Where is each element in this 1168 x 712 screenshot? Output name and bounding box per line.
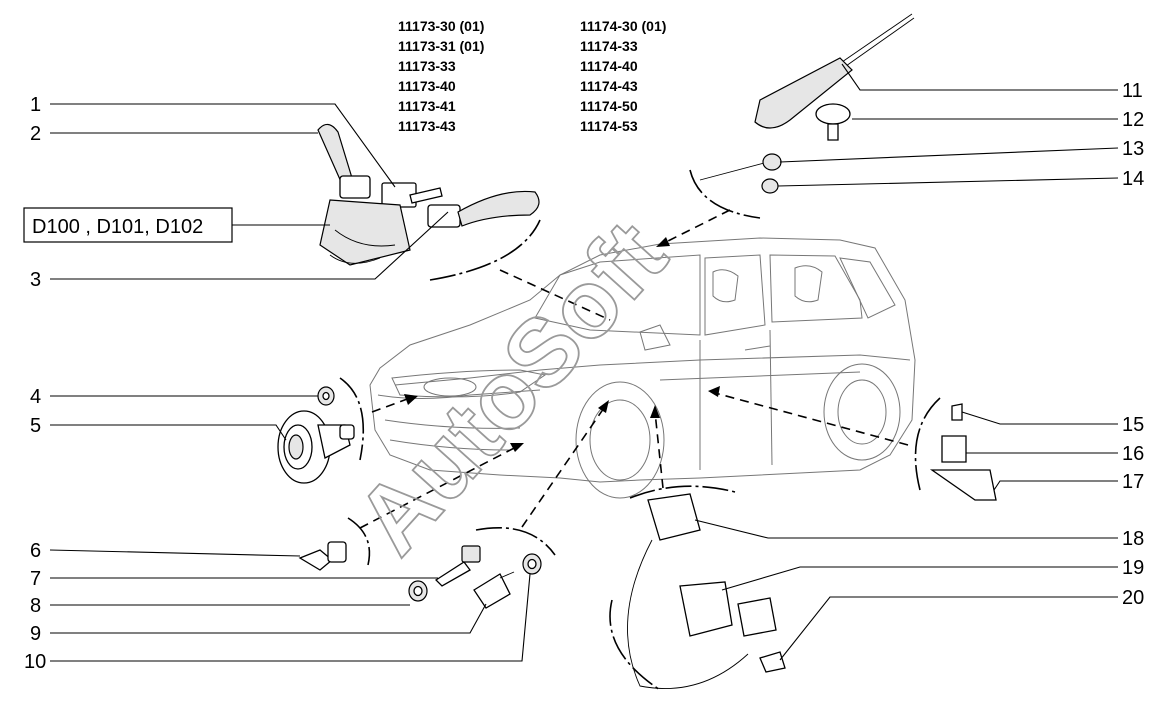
watermark: AutoSoft (336, 201, 687, 574)
callout-number: 4 (30, 386, 41, 408)
switch-cable-assembly (627, 493, 786, 689)
model-codes-right: 11174-30 (01) 11174-33 11174-40 11174-43… (580, 18, 666, 134)
model-code: 11173-40 (398, 78, 456, 94)
callout-number: 14 (1122, 168, 1144, 190)
callout-number: 11 (1122, 80, 1143, 102)
car-outline (369, 237, 916, 499)
callout-number: 6 (30, 540, 41, 562)
antenna-assembly (699, 13, 915, 194)
callout-number: 12 (1122, 109, 1144, 131)
model-code: 11174-33 (580, 38, 638, 54)
callout-number: 19 (1122, 557, 1144, 579)
assembly-arrows (359, 209, 909, 529)
model-code: 11173-41 (398, 98, 456, 114)
leader-lines (49, 63, 1119, 662)
group-arcs (339, 169, 941, 691)
model-code: 11173-31 (01) (398, 38, 484, 54)
model-code: 11173-33 (398, 58, 456, 74)
callout-number: 17 (1122, 471, 1144, 493)
small-parts (298, 541, 542, 609)
callout-number: 1 (30, 94, 41, 116)
callout-number: 8 (30, 595, 41, 617)
model-code: 11174-50 (580, 98, 638, 114)
callout-number: 10 (24, 651, 46, 673)
model-code: 11173-43 (398, 118, 456, 134)
model-code: 11174-40 (580, 58, 638, 74)
callouts-left: 1 2 3 4 5 6 7 8 9 10 (24, 94, 46, 673)
callouts-right: 11 12 13 14 15 16 17 18 19 20 (1122, 80, 1144, 609)
horn-assembly (277, 386, 355, 484)
callout-number: 18 (1122, 528, 1144, 550)
model-codes: 11173-30 (01) 11173-31 (01) 11173-33 111… (398, 18, 666, 134)
bracket-assembly (929, 403, 997, 501)
callout-number: 2 (30, 123, 41, 145)
variant-label-box: D100 , D101, D102 (23, 207, 233, 243)
model-code: 11174-30 (01) (580, 18, 666, 34)
callout-number: 5 (30, 415, 41, 437)
callout-number: 9 (30, 623, 41, 645)
model-codes-left: 11173-30 (01) 11173-31 (01) 11173-33 111… (398, 18, 484, 134)
callout-number: 20 (1122, 587, 1144, 609)
variant-label: D100 , D101, D102 (32, 216, 203, 238)
callout-number: 13 (1122, 138, 1144, 160)
model-code: 11173-30 (01) (398, 18, 484, 34)
callout-number: 16 (1122, 443, 1144, 465)
callout-number: 3 (30, 269, 41, 291)
column-switch-assembly (317, 123, 540, 266)
callout-number: 15 (1122, 414, 1144, 436)
callout-number: 7 (30, 568, 41, 590)
model-code: 11174-53 (580, 118, 638, 134)
model-code: 11174-43 (580, 78, 638, 94)
